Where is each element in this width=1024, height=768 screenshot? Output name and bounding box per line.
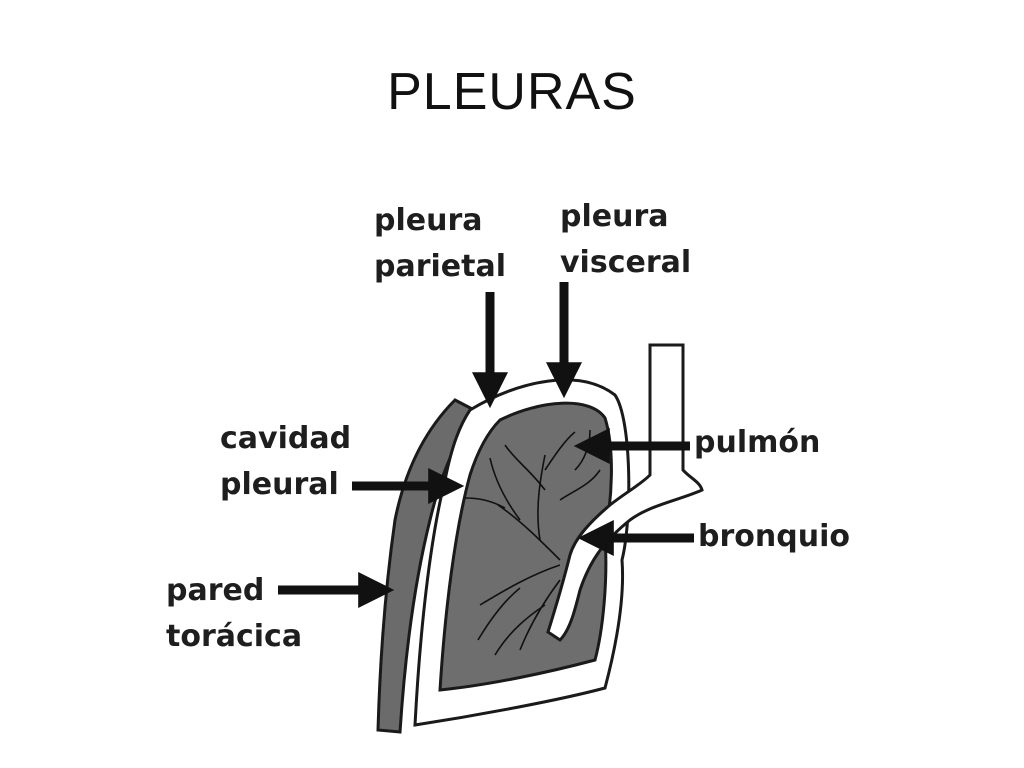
label-pleura-parietal-line2: parietal <box>374 249 506 284</box>
label-bronquio: bronquio <box>698 519 850 554</box>
label-cavidad-pleural-line2: pleural <box>220 467 339 502</box>
arrows <box>278 282 694 608</box>
label-cavidad-pleural-line1: cavidad <box>220 421 351 456</box>
label-pleura-visceral-line2: visceral <box>560 245 691 280</box>
label-pared-toracica-line2: torácica <box>166 619 302 654</box>
label-pulmon: pulmón <box>694 425 820 460</box>
slide-title: PLEURAS <box>387 63 637 121</box>
label-pleura-parietal-line1: pleura <box>374 203 483 238</box>
label-pleura-visceral-line1: pleura <box>560 199 669 234</box>
label-pared-toracica-line1: pared <box>166 573 264 608</box>
trachea <box>546 343 704 642</box>
